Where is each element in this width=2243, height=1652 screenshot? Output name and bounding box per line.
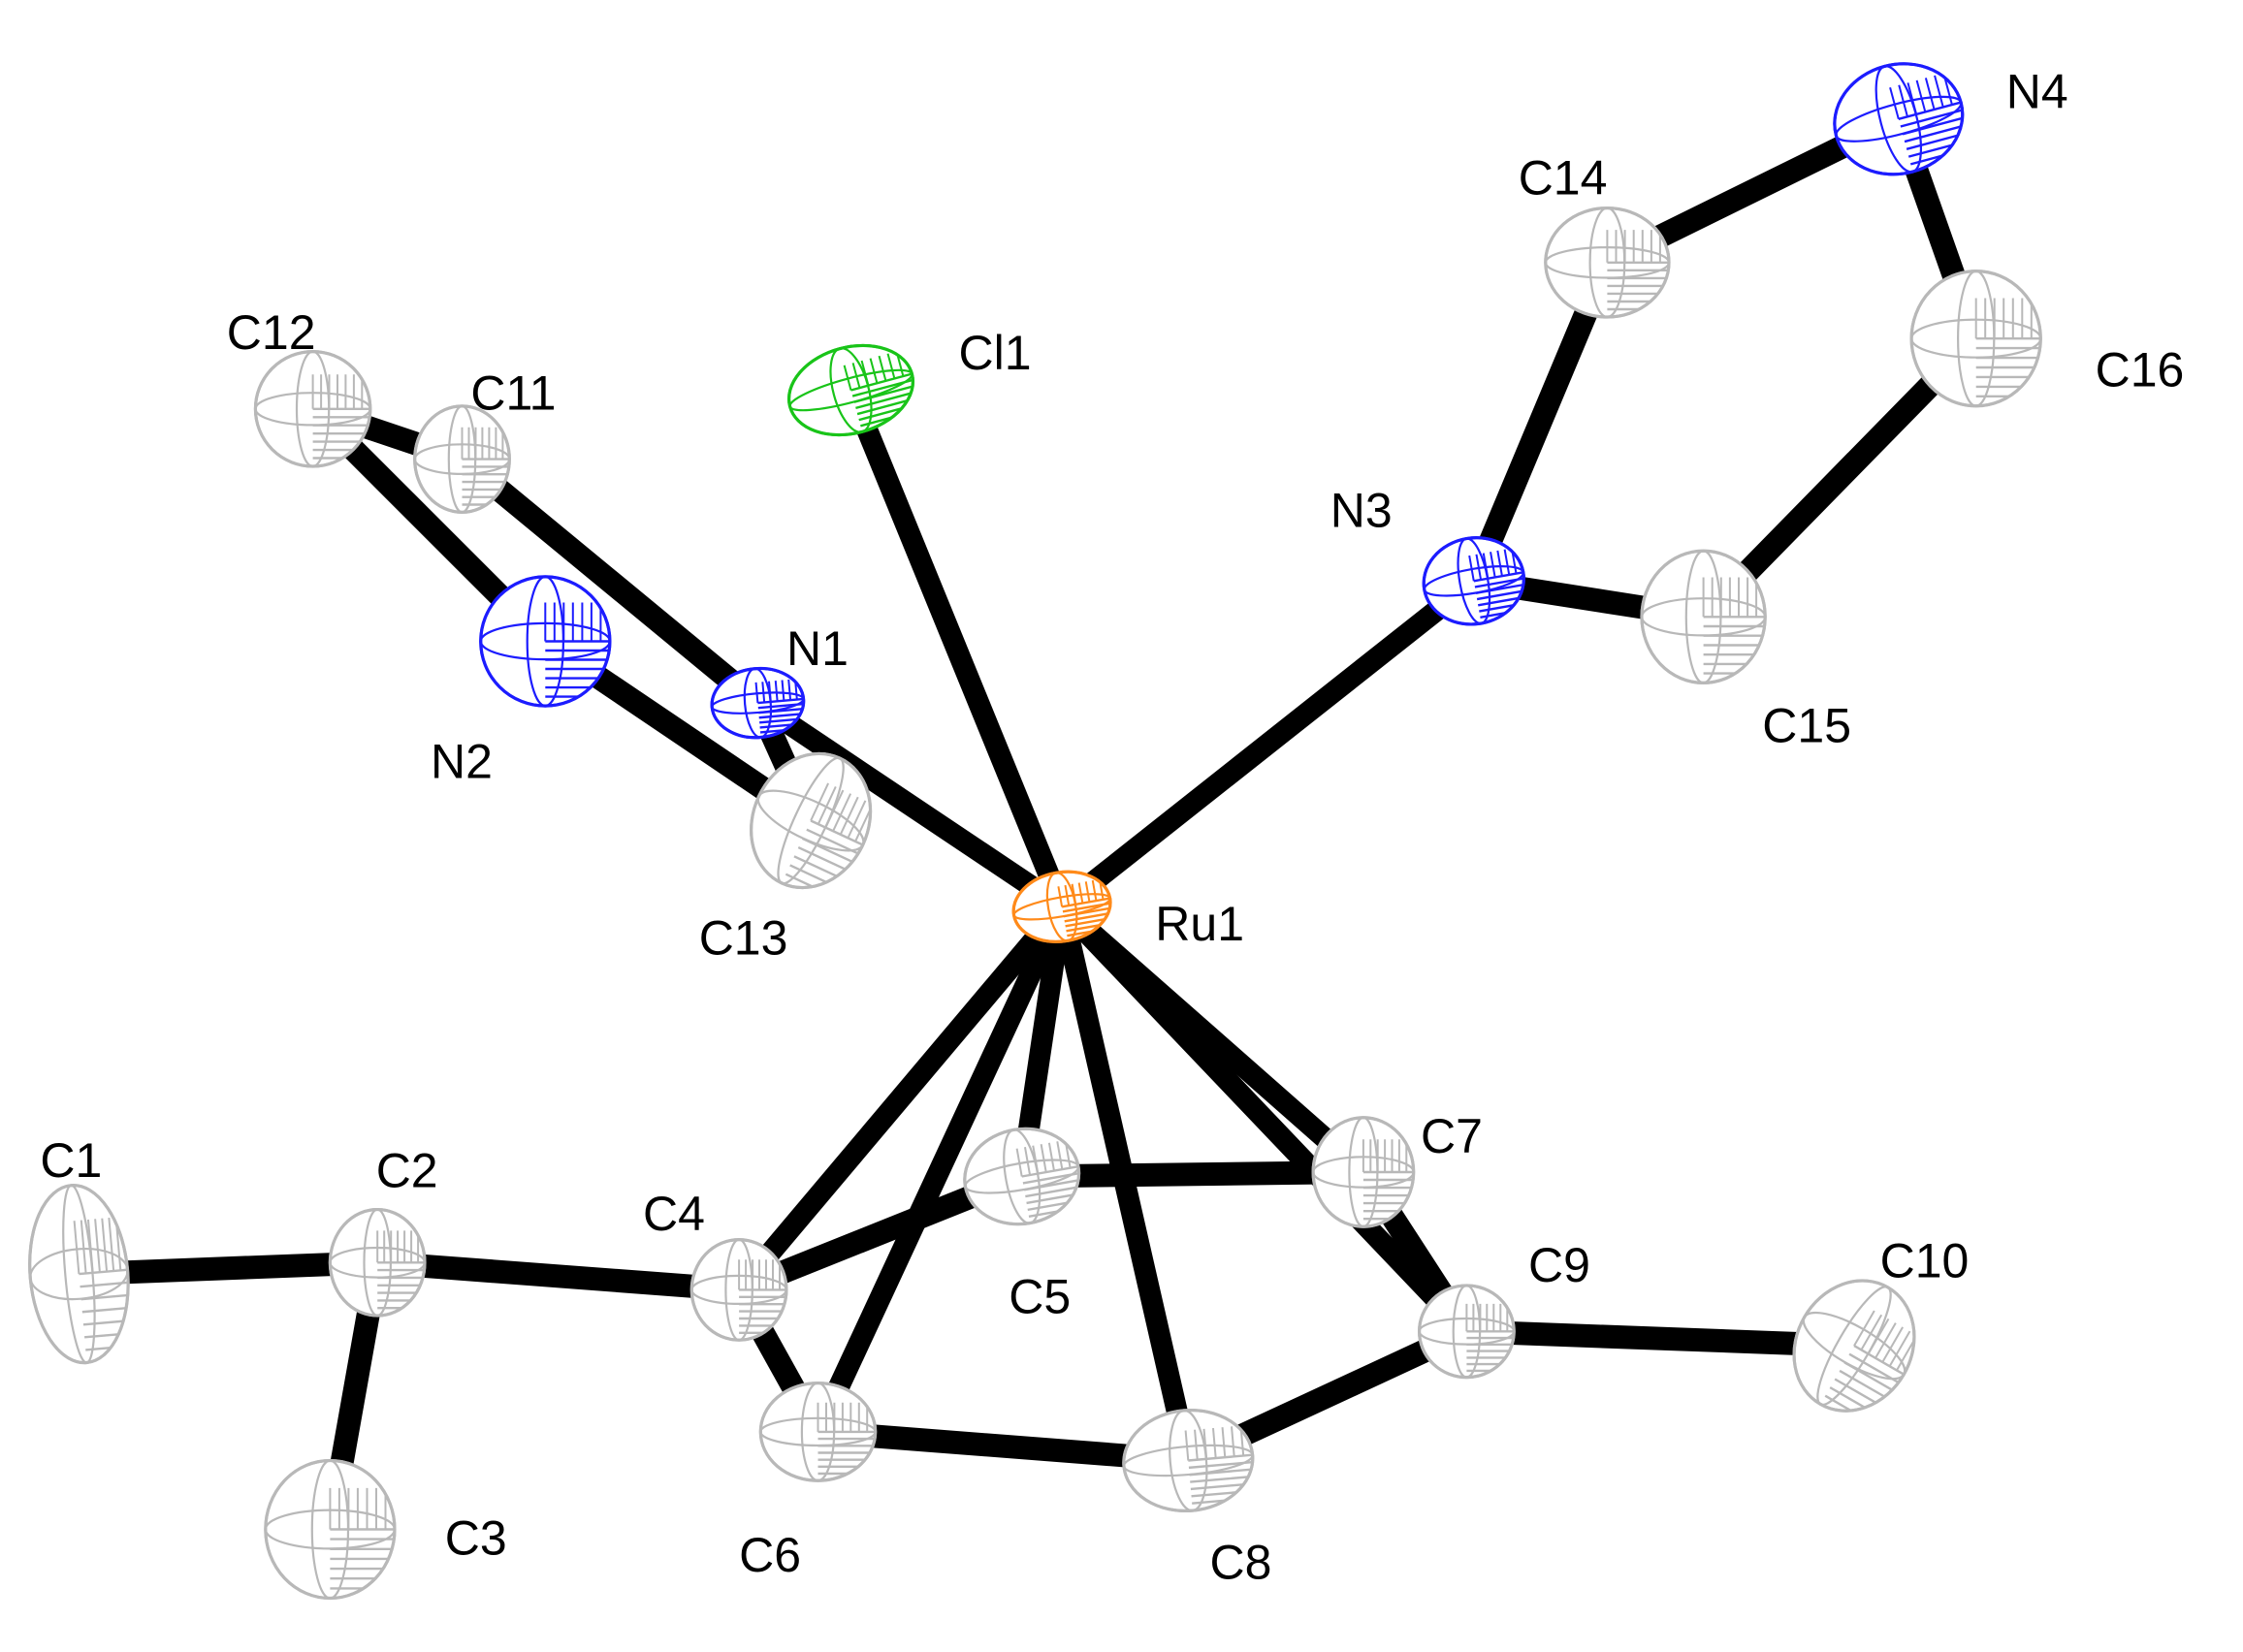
- atom-label-n3: N3: [1330, 484, 1393, 538]
- bond-ru1-n1: [752, 693, 1069, 916]
- atom-cl1: [786, 343, 923, 437]
- atom-n2: [479, 575, 612, 708]
- atom-c3: [264, 1458, 397, 1601]
- atom-n1: [710, 666, 807, 740]
- bond-c9-c10: [1465, 1319, 1855, 1358]
- atom-label-c5: C5: [1009, 1270, 1071, 1324]
- atom-label-c2: C2: [376, 1143, 438, 1197]
- atom-label-c11: C11: [470, 365, 556, 420]
- atom-c7: [1311, 1116, 1416, 1228]
- atom-c9: [1417, 1284, 1516, 1380]
- bond-c2-c4: [376, 1251, 741, 1302]
- atom-label-c3: C3: [445, 1510, 507, 1565]
- atom-label-cl1: Cl1: [959, 326, 1032, 380]
- bond-ru1-cl1: [841, 386, 1073, 911]
- atom-c6: [758, 1381, 878, 1482]
- atom-c12: [253, 350, 372, 468]
- atom-c16: [1909, 270, 2042, 408]
- atom-label-c4: C4: [643, 1187, 705, 1241]
- bond-n1-c11: [454, 450, 766, 713]
- atom-c10: [1792, 1279, 1925, 1433]
- atom-label-c8: C8: [1210, 1535, 1272, 1589]
- atom-c14: [1544, 206, 1671, 319]
- bond-n3-c14: [1462, 258, 1618, 586]
- bond-ru1-n3: [1055, 572, 1481, 915]
- atom-label-c7: C7: [1421, 1109, 1483, 1163]
- atom-label-ru1: Ru1: [1155, 897, 1244, 951]
- atom-label-c6: C6: [739, 1528, 801, 1582]
- atom-layer: [28, 62, 2042, 1601]
- bond-ru1-c6: [808, 902, 1073, 1437]
- atom-c11: [413, 404, 511, 514]
- atom-c15: [1640, 549, 1767, 684]
- atom-label-c14: C14: [1519, 150, 1608, 205]
- atom-label-c12: C12: [227, 305, 316, 360]
- atom-c2: [328, 1207, 427, 1318]
- atom-label-c13: C13: [699, 911, 788, 966]
- atom-label-n4: N4: [2006, 65, 2068, 119]
- atom-c13: [750, 751, 881, 907]
- bond-ru1-c4: [730, 900, 1071, 1297]
- atom-n4: [1833, 62, 1975, 176]
- atom-label-n2: N2: [431, 735, 493, 789]
- atom-c1: [28, 1183, 136, 1365]
- atom-label-n1: N1: [786, 621, 849, 676]
- atom-label-c15: C15: [1762, 699, 1851, 753]
- bond-ru1-c9: [1054, 899, 1475, 1339]
- atom-label-c1: C1: [40, 1133, 102, 1188]
- atom-c5: [963, 1127, 1087, 1226]
- atom-c4: [689, 1238, 788, 1342]
- atom-label-c16: C16: [2096, 343, 2185, 397]
- atom-label-c9: C9: [1528, 1238, 1590, 1292]
- atom-c8: [1122, 1408, 1258, 1513]
- atom-label-c10: C10: [1880, 1234, 1970, 1288]
